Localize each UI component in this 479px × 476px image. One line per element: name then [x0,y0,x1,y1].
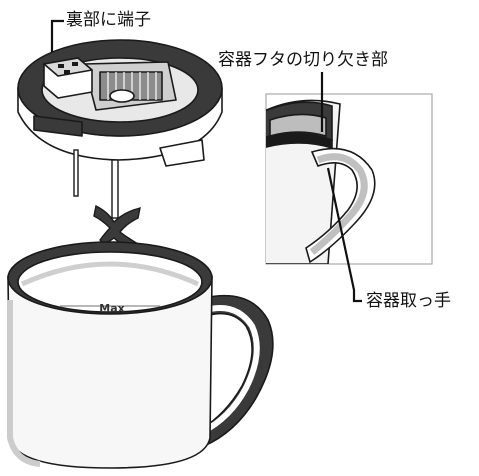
center-cap [109,89,135,103]
terminal-pin [58,64,64,68]
leader-lines [50,19,362,303]
lid-clip [33,115,83,137]
handle-label: 容器取っ手 [366,291,451,311]
lid-notch-label: 容器フタの切り欠き部 [218,50,388,70]
lid-tab [159,139,205,167]
probe-center [111,159,119,219]
probes [73,149,141,251]
terminal-label: 裏部に端子 [66,10,151,30]
inset-detail [265,93,433,265]
lid-assembly [17,39,223,167]
max-mark: Max [99,302,124,315]
cup: Max [7,241,274,469]
inset-handle [305,147,376,264]
leader-handle [326,167,362,303]
probe-left [73,149,79,197]
leader-terminal [50,19,64,52]
